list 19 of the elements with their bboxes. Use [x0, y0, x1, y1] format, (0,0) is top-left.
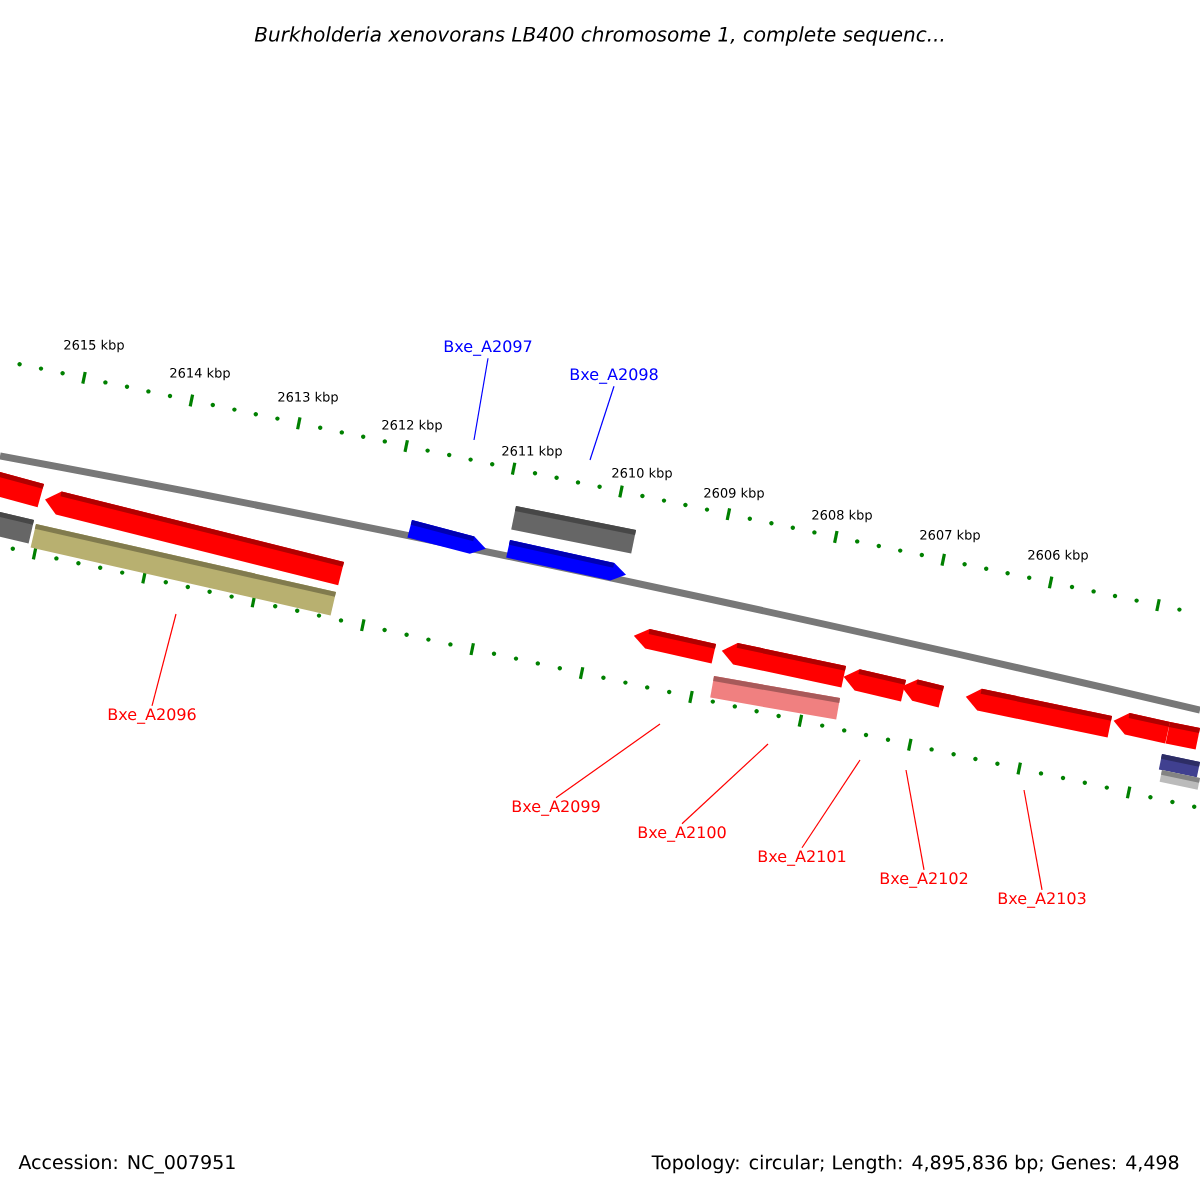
leader-line: [555, 723, 661, 799]
gene-label: Bxe_A2098: [570, 368, 658, 384]
footer-text: Topology: circular; Length: 4,895,836 bp; Genes: 4,498: [651, 1154, 1179, 1174]
gene-label: Bxe_A2101: [758, 850, 846, 866]
footer-text: Accession: NC_007951: [18, 1154, 235, 1174]
leader-line: [801, 759, 861, 849]
leader-line: [905, 769, 925, 871]
leader-line: [473, 357, 489, 441]
leader-line: [681, 743, 769, 825]
gene-label: Bxe_A2102: [880, 872, 968, 888]
leader-line: [151, 613, 177, 707]
gene-label: Bxe_A2096: [108, 708, 196, 724]
title: Burkholderia xenovorans LB400 chromosome 1, complete sequenc...: [254, 26, 944, 46]
leader-line: [589, 385, 615, 461]
gene-label: Bxe_A2103: [998, 892, 1086, 908]
gene-label: Bxe_A2097: [444, 340, 532, 356]
gene-label: Bxe_A2100: [638, 826, 726, 842]
gene-label: Bxe_A2099: [512, 800, 600, 816]
leader-line: [1023, 789, 1043, 891]
